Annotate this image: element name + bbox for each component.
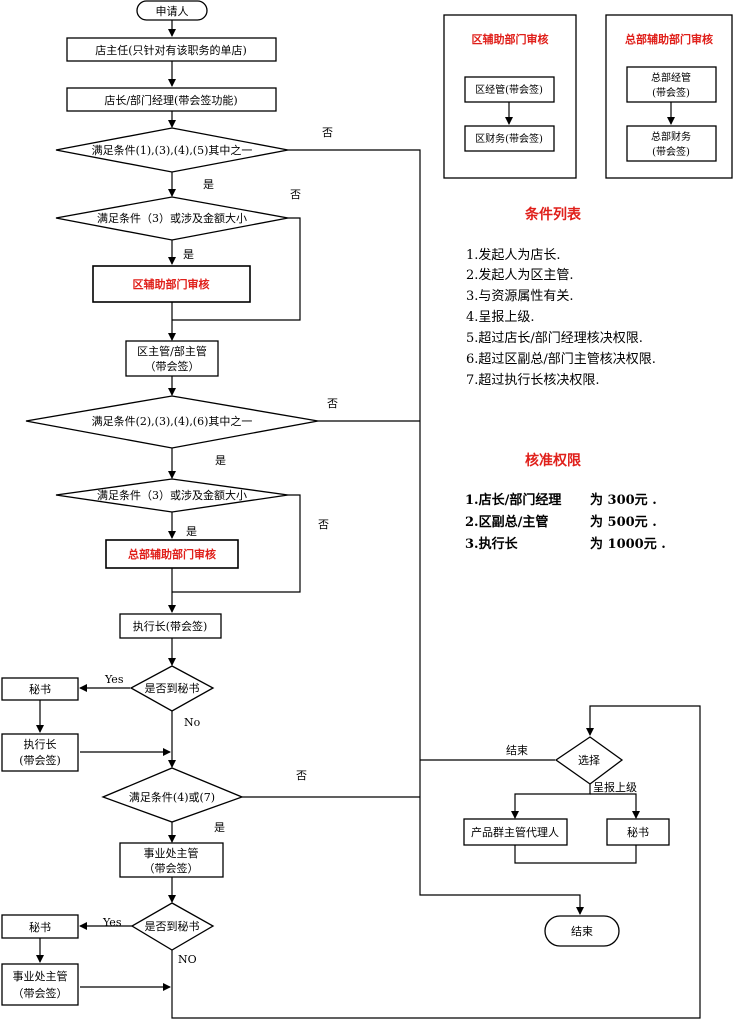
authority-table: 1.店长/部门经理 为 300元 . 2.区副总/主管 为 500元 . 3.执… (465, 492, 666, 552)
cond4-label: 满足条件（3）或涉及金额大小 (97, 488, 247, 502)
ceo-label: 执行长(带会签) (133, 619, 208, 633)
condition-item: 7.超过执行长核决权限. (466, 372, 600, 388)
cond1-label: 满足条件(1),(3),(4),(5)其中之一 (92, 143, 253, 157)
store-head-label: 店长/部门经理(带会签功能) (104, 93, 237, 107)
secretary3-label: 秘书 (627, 825, 649, 839)
conditions-title: 条件列表 (524, 206, 582, 223)
secretary2-box (1, 914, 79, 939)
conditions-list: 1.发起人为店长. 2.发起人为区主管. 3.与资源属性有关. 4.呈报上级. … (466, 247, 656, 388)
store-head-box (66, 87, 277, 112)
condition-item: 1.发起人为店长. (466, 247, 561, 263)
exec-label-1: 执行长 (24, 737, 57, 751)
hq-aux-box (105, 539, 239, 569)
biz-head-box (119, 842, 224, 878)
authority-role: 1.店长/部门经理 (465, 492, 561, 508)
district-head-box (125, 340, 219, 377)
store-manager-box (66, 37, 277, 62)
cond1-diamond (55, 127, 289, 173)
edge-no-cond5: 否 (296, 769, 307, 782)
end-terminal (544, 915, 620, 947)
cond3-label: 满足条件(2),(3),(4),(6)其中之一 (92, 414, 253, 428)
condition-item: 4.呈报上级. (466, 310, 535, 325)
no-branch-connectors (242, 149, 640, 915)
start-terminal (136, 0, 208, 21)
district-aux-box (92, 265, 251, 303)
q-secretary2-diamond (130, 902, 215, 951)
edge-yes-cond1: 是 (203, 178, 214, 191)
legend-hq-step2-box (626, 125, 717, 162)
biz-head-label-2: （带会签） (144, 861, 199, 875)
edge-report-up: 呈报上级 (593, 780, 637, 794)
cond2-diamond (55, 196, 289, 241)
legend-hq-step1-box (626, 66, 717, 103)
product-agent-box (463, 818, 568, 846)
edge-no-cond2: 否 (290, 188, 301, 201)
condition-item: 2.发起人为区主管. (466, 267, 574, 283)
legend-district-step2-label: 区财务(带会签) (475, 132, 543, 145)
hq-aux-label: 总部辅助部门审核 (128, 547, 216, 561)
edge-no-cond3: 否 (327, 397, 338, 410)
secretary1-label: 秘书 (29, 682, 51, 696)
choose-label: 选择 (578, 753, 600, 767)
edge-no-secretary1: No (184, 716, 201, 729)
legend-hq-step1-label-1: 总部经管 (651, 71, 691, 84)
edge-yes-cond5: 是 (214, 821, 225, 834)
authority-amount: 为 300元 . (590, 492, 657, 508)
edge-no-secretary2: NO (178, 953, 197, 966)
legend-hq-step2-label-2: (带会签) (652, 145, 690, 158)
edge-yes-cond4: 是 (186, 525, 197, 538)
cond5-diamond (101, 767, 244, 823)
end-terminal-label: 结束 (571, 925, 593, 938)
biz-head2-label-2: （带会签） (13, 986, 68, 1000)
legend-hq-title: 总部辅助部门审核 (625, 32, 713, 46)
secretary2-label: 秘书 (29, 920, 51, 934)
q-secretary1-label: 是否到秘书 (145, 681, 200, 695)
edge-no-cond1: 否 (322, 126, 333, 139)
edge-yes-cond2: 是 (183, 248, 194, 261)
district-aux-label: 区辅助部门审核 (133, 277, 210, 291)
authority-amount: 为 1000元 . (590, 536, 666, 552)
condition-item: 6.超过区副总/部门主管核决权限. (466, 351, 656, 367)
main-connectors (36, 20, 701, 1019)
authority-role: 2.区副总/主管 (465, 514, 548, 530)
condition-item: 5.超过店长/部门经理核决权限. (466, 330, 643, 346)
authority-role: 3.执行长 (465, 536, 519, 552)
district-head-label-2: （带会签） (145, 359, 200, 373)
secretary3-box (606, 818, 670, 846)
cond4-diamond (55, 478, 289, 513)
legend-district-title: 区辅助部门审核 (472, 32, 549, 46)
authority-amount: 为 500元 . (590, 514, 657, 530)
legend-district-step2-box (464, 125, 555, 152)
authority-title: 核准权限 (525, 452, 581, 469)
district-head-label-1: 区主管/部主管 (137, 344, 207, 358)
edge-yes-cond3: 是 (215, 454, 226, 467)
edge-yes-secretary2: Yes (102, 916, 122, 929)
biz-head2-box (1, 963, 79, 1006)
choose-diamond (554, 736, 624, 785)
q-secretary1-diamond (129, 665, 215, 712)
exec-label-2: (带会签) (19, 753, 61, 767)
edge-end-choose: 结束 (506, 744, 528, 757)
start-label: 申请人 (156, 5, 189, 18)
legend-district-step1-label: 区经管(带会签) (475, 83, 543, 96)
secretary1-box (1, 677, 79, 701)
biz-head-label-1: 事业处主管 (144, 846, 199, 860)
cond5-label: 满足条件(4)或(7) (129, 790, 215, 804)
biz-head2-label-1: 事业处主管 (13, 969, 68, 983)
cond3-diamond (25, 395, 319, 449)
store-manager-label: 店主任(只针对有该职务的单店) (95, 43, 247, 57)
ceo-box (119, 613, 222, 639)
condition-item: 3.与资源属性有关. (466, 289, 574, 304)
cond2-label: 满足条件（3）或涉及金额大小 (97, 211, 247, 225)
legend-hq-step2-label-1: 总部财务 (651, 130, 691, 143)
legend-hq-step1-label-2: (带会签) (652, 86, 690, 99)
q-secretary2-label: 是否到秘书 (145, 919, 200, 933)
product-agent-label: 产品群主管代理人 (471, 825, 559, 839)
edge-yes-secretary1: Yes (104, 673, 124, 686)
edge-no-cond4: 否 (318, 518, 329, 531)
exec-box (1, 733, 79, 772)
